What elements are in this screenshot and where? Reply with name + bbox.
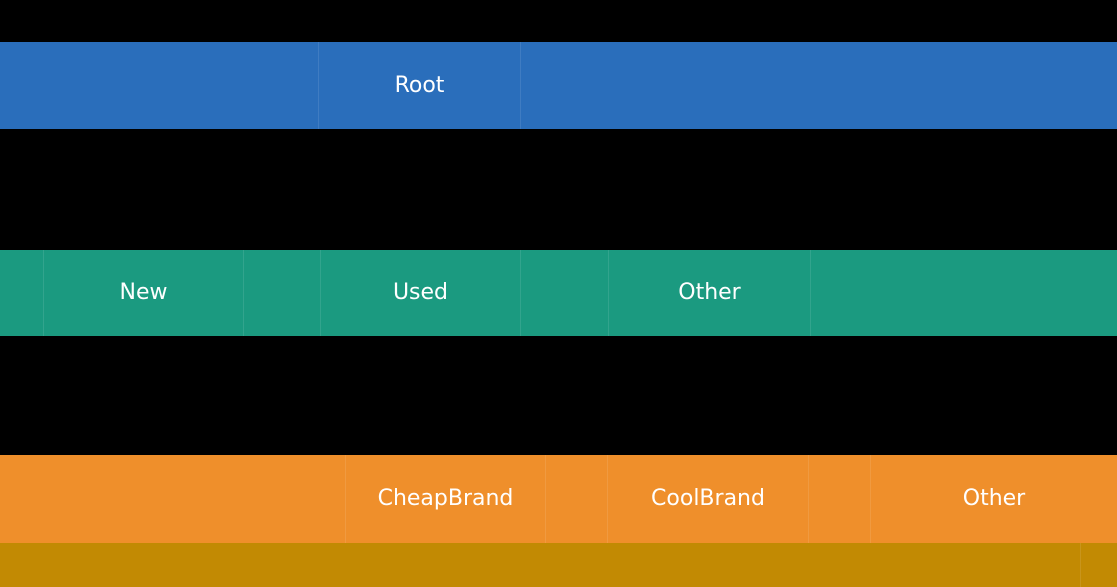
chart-level-root: Root — [0, 42, 1117, 129]
node-used[interactable]: Used — [320, 250, 520, 336]
node-used-label: Used — [392, 280, 449, 305]
node-leaf-b[interactable] — [1080, 543, 1117, 587]
node-cheapbrand-label: CheapBrand — [377, 486, 514, 511]
node-coolbrand-label: CoolBrand — [651, 486, 765, 511]
node-other-brand[interactable]: Other — [870, 455, 1117, 543]
node-root-label: Root — [394, 72, 445, 98]
node-root-mid[interactable]: Root — [318, 42, 520, 129]
chart-level-condition: New Used Other — [0, 250, 1117, 336]
node-other-condition[interactable]: Other — [608, 250, 810, 336]
node-cheapbrand-b[interactable] — [545, 455, 607, 543]
chart-level-leaf — [0, 543, 1117, 587]
node-new-a[interactable] — [0, 250, 43, 336]
node-other-brand-label: Other — [962, 486, 1026, 511]
node-root-right[interactable] — [520, 42, 1117, 129]
node-used-b[interactable] — [520, 250, 608, 336]
node-new[interactable]: New — [43, 250, 243, 336]
node-new-b[interactable] — [243, 250, 320, 336]
node-coolbrand[interactable]: CoolBrand — [607, 455, 808, 543]
node-cheapbrand[interactable]: CheapBrand — [345, 455, 545, 543]
chart-level-brand: CheapBrand CoolBrand Other — [0, 455, 1117, 543]
node-leaf-a[interactable] — [0, 543, 1080, 587]
node-brand-a[interactable] — [0, 455, 345, 543]
node-new-label: New — [119, 280, 168, 305]
node-other-condition-b[interactable] — [810, 250, 1117, 336]
node-other-condition-label: Other — [678, 280, 741, 305]
node-coolbrand-b[interactable] — [808, 455, 870, 543]
node-root[interactable] — [0, 42, 318, 129]
